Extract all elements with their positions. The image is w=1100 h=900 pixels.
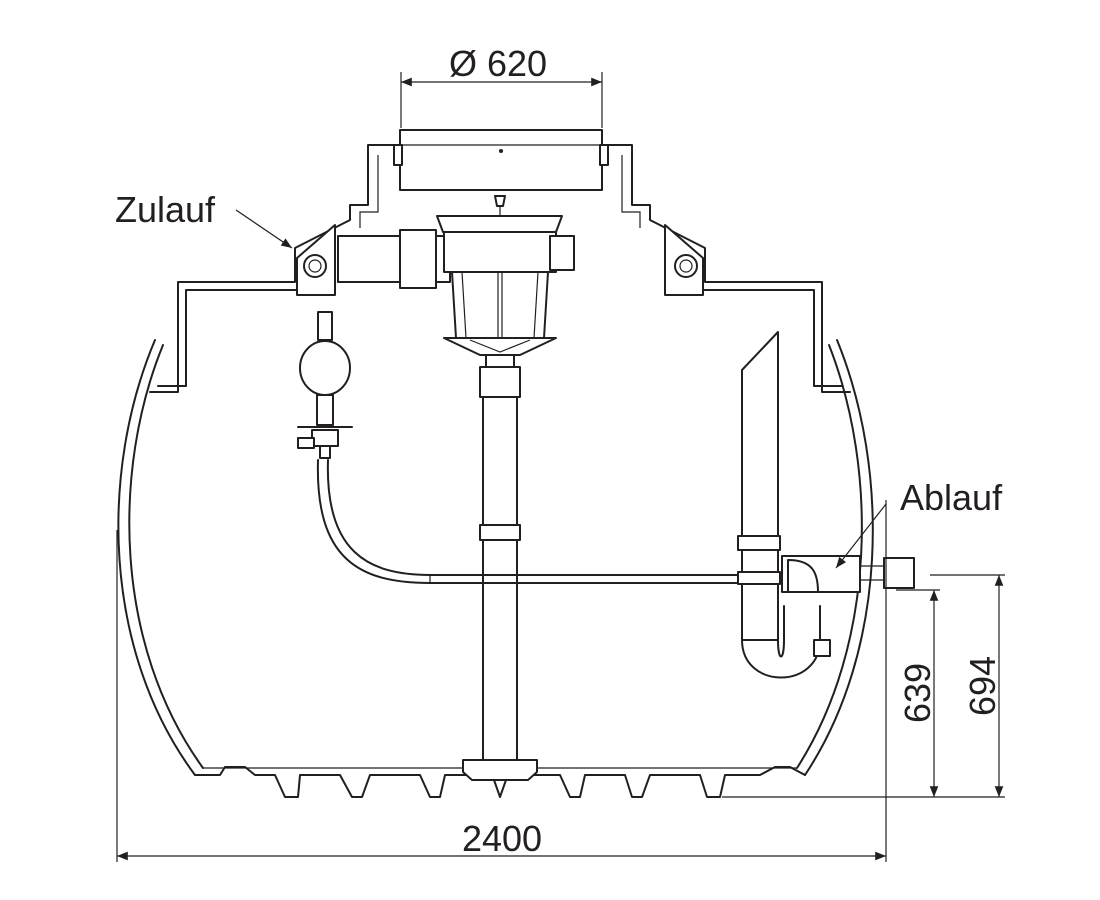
filter-unit — [436, 195, 575, 356]
overall-width-label: 2400 — [462, 818, 542, 859]
float-valve — [297, 311, 746, 584]
outlet-height-label: 639 — [897, 663, 938, 723]
manhole-cover — [393, 129, 609, 191]
dimension-heights: 639 694 — [722, 574, 1005, 798]
inlet-pipe — [337, 229, 451, 289]
inlet-label: Zulauf — [115, 189, 216, 230]
dimension-opening-diameter: Ø 620 — [400, 43, 603, 128]
tank-body — [117, 144, 874, 798]
dimension-overall-width: 2400 — [116, 500, 887, 862]
outlet-callout: Ablauf — [835, 477, 1003, 569]
opening-diameter-label: Ø 620 — [449, 43, 547, 84]
overflow-siphon — [737, 331, 915, 679]
inlet-callout: Zulauf — [115, 189, 293, 249]
central-downpipe — [462, 354, 538, 798]
inlet-pipe-height-label: 694 — [962, 656, 1003, 716]
outlet-label: Ablauf — [900, 477, 1003, 518]
